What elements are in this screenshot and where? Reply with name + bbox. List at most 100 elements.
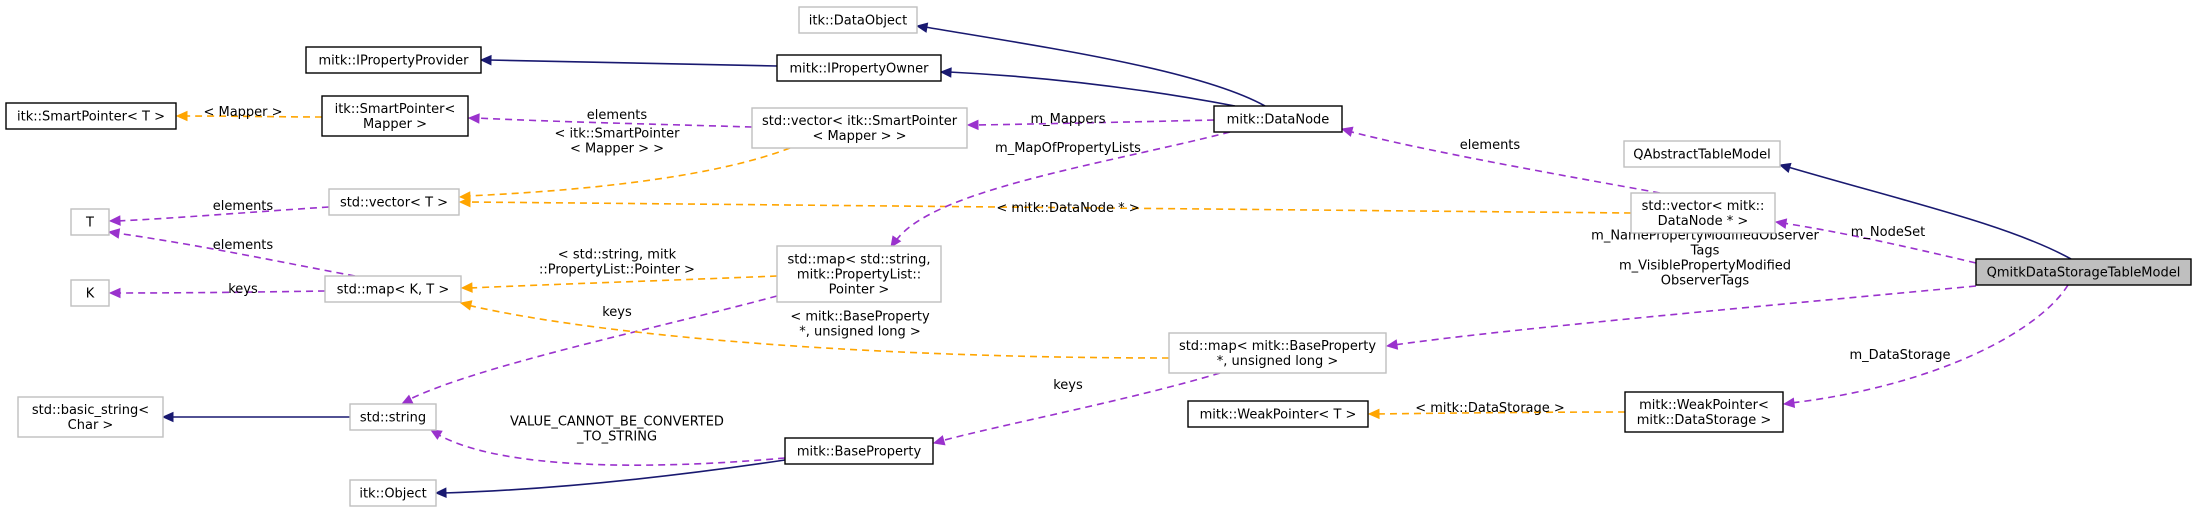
node-qmitk-dstm[interactable]: QmitkDataStorageTableModel — [1975, 258, 2192, 286]
edge-label-keys-k: keys — [228, 282, 258, 297]
edge-line — [1782, 222, 1977, 264]
node-datanode[interactable]: mitk::DataNode — [1213, 105, 1343, 133]
node-label: std::vector< itk::SmartPointer — [762, 114, 958, 129]
node-box — [5, 102, 177, 130]
edge-use-keys-k — [108, 287, 326, 299]
node-box — [776, 54, 942, 82]
edge-label-m-datastorage: m_DataStorage — [1849, 348, 1950, 363]
edge-inh-ipropowner — [939, 67, 1236, 107]
edge-label-line: ::PropertyList::Pointer > — [539, 263, 695, 278]
node-map-kt[interactable]: std::map< K, T > — [324, 275, 462, 303]
node-baseprop[interactable]: mitk::BaseProperty — [784, 437, 934, 465]
node-ipropowner[interactable]: mitk::IPropertyOwner — [776, 54, 942, 82]
node-box — [1213, 105, 1343, 133]
node-smartptr-mapper[interactable]: itk::SmartPointer<Mapper > — [321, 95, 469, 137]
arrowhead — [175, 110, 188, 122]
edge-line — [1375, 411, 1626, 415]
node-iprovider[interactable]: mitk::IPropertyProvider — [305, 46, 482, 74]
edges-layer — [107, 22, 2072, 498]
arrowhead — [400, 394, 414, 405]
node-smartptr-t[interactable]: itk::SmartPointer< T > — [5, 102, 177, 130]
edge-inh-qabstract — [1778, 162, 2072, 260]
arrowhead — [467, 113, 480, 124]
edge-use-elements-dn — [1340, 126, 1661, 194]
node-label: mitk::DataStorage > — [1637, 413, 1772, 428]
edge-line — [115, 232, 356, 277]
node-map-proplist[interactable]: std::map< std::string,mitk::PropertyList… — [776, 245, 942, 303]
node-label: DataNode * > — [1658, 214, 1749, 229]
node-label: QmitkDataStorageTableModel — [1987, 266, 2181, 281]
node-k[interactable]: K — [70, 279, 110, 307]
edge-label-line: elements — [213, 238, 274, 253]
node-box — [324, 275, 462, 303]
node-qabstract[interactable]: QAbstractTableModel — [1623, 140, 1781, 168]
edge-line — [475, 117, 753, 128]
node-label: mitk::WeakPointer< T > — [1200, 408, 1357, 423]
edge-line — [1787, 166, 2072, 260]
edge-label-elements-t2: elements — [213, 238, 274, 253]
node-weakptr-t[interactable]: mitk::WeakPointer< T > — [1187, 400, 1369, 428]
node-basic-string[interactable]: std::basic_string<Char > — [17, 396, 164, 438]
arrowhead — [458, 191, 471, 202]
arrowhead — [1385, 339, 1399, 350]
edge-line — [1790, 284, 2069, 404]
node-label: std::map< std::string, — [787, 253, 930, 268]
node-itkobject[interactable]: itk::Object — [349, 479, 437, 507]
node-t[interactable]: T — [70, 208, 110, 236]
edge-inh-dataobject — [915, 22, 1266, 107]
inheritance-arrowhead — [161, 411, 174, 423]
node-label: QAbstractTableModel — [1633, 148, 1770, 163]
node-weakptr-ds[interactable]: mitk::WeakPointer<mitk::DataStorage > — [1624, 391, 1784, 433]
node-vec-datanode[interactable]: std::vector< mitk::DataNode * > — [1630, 192, 1776, 234]
edge-line — [116, 290, 326, 294]
edge-label-m-nodeset: m_NodeSet — [1851, 225, 1925, 240]
node-label: itk::DataObject — [809, 14, 907, 29]
arrowhead — [108, 215, 121, 226]
arrowhead — [108, 287, 121, 299]
node-box — [349, 479, 437, 507]
edge-label-line: *, unsigned long > — [799, 325, 921, 340]
edge-label-line: < std::string, mitk — [558, 248, 677, 263]
edge-use-keys-bp — [932, 372, 1221, 446]
inheritance-arrowhead — [479, 54, 492, 66]
node-vec-t[interactable]: std::vector< T > — [328, 188, 460, 216]
node-label: Mapper > — [363, 117, 427, 132]
node-box — [1630, 192, 1776, 234]
node-vec-smartptr[interactable]: std::vector< itk::SmartPointer< Mapper >… — [751, 107, 968, 149]
node-box — [305, 46, 482, 74]
node-label: T — [85, 216, 94, 231]
node-box — [349, 403, 437, 431]
node-label: itk::Object — [359, 487, 426, 502]
edge-label-line: m_Mappers — [1031, 112, 1106, 127]
node-dataobject[interactable]: itk::DataObject — [798, 6, 918, 34]
edge-use-keys-str — [400, 295, 778, 405]
node-stdstring[interactable]: std::string — [349, 403, 437, 431]
node-box — [1623, 140, 1781, 168]
inheritance-arrowhead — [939, 67, 952, 78]
edge-label-keys-string: keys — [602, 305, 632, 320]
edge-label-line: m_VisiblePropertyModified — [1619, 259, 1791, 274]
edge-line — [466, 304, 1170, 359]
node-box — [776, 245, 942, 303]
edge-use-elem-mapper — [467, 113, 753, 128]
node-box — [17, 396, 164, 438]
edge-line — [183, 115, 323, 118]
arrowhead — [1340, 126, 1354, 137]
node-map-baseprop[interactable]: std::map< mitk::BaseProperty*, unsigned … — [1168, 332, 1387, 374]
node-box — [70, 279, 110, 307]
inheritance-arrowhead — [434, 487, 447, 498]
edge-label-elements-mapper: elements — [587, 108, 648, 123]
node-label: std::map< K, T > — [337, 283, 450, 298]
node-label: itk::SmartPointer< — [335, 102, 456, 117]
edge-label-line: keys — [602, 305, 632, 320]
node-box — [328, 188, 460, 216]
edge-line — [443, 459, 786, 494]
edge-line — [488, 59, 778, 67]
node-label: itk::SmartPointer< T > — [17, 110, 165, 125]
edge-inh-basic — [161, 411, 351, 423]
node-box — [798, 6, 918, 34]
node-label: Pointer > — [829, 283, 890, 298]
edge-line — [436, 433, 786, 466]
edge-use-datastorage — [1782, 284, 2069, 408]
